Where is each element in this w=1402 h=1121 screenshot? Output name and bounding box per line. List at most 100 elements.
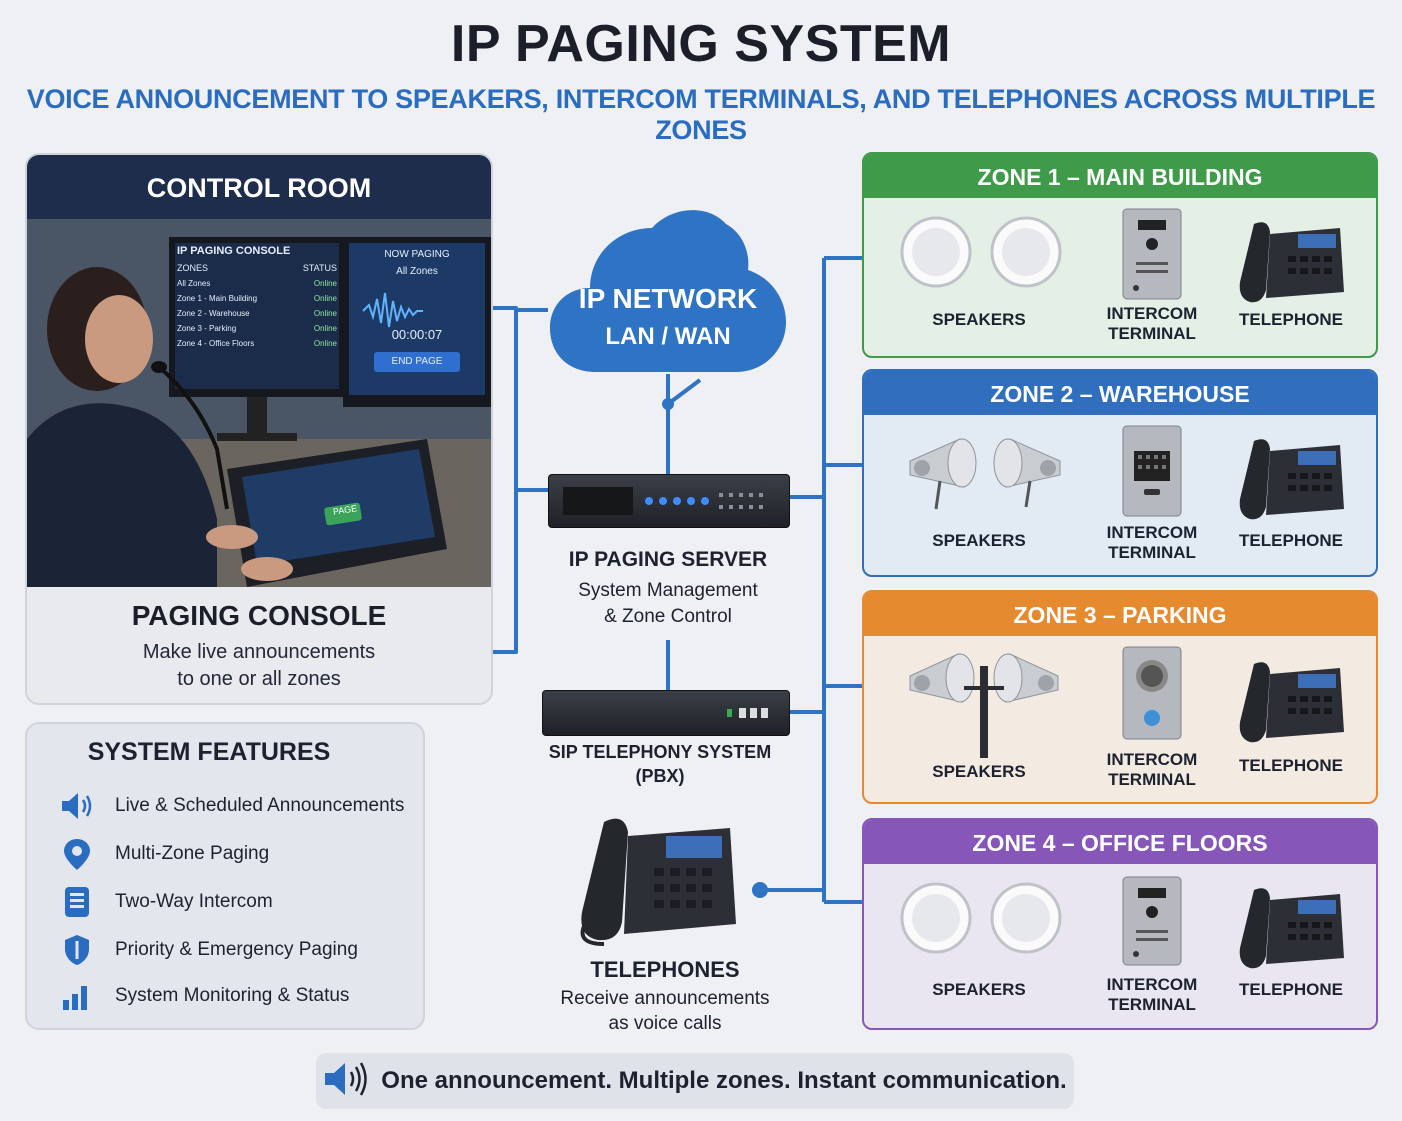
pbx-subtitle: (PBX) <box>635 766 685 786</box>
telephone-icon <box>580 818 736 946</box>
paging-server-line1: System Management <box>578 580 758 601</box>
intercom-terminal-icon <box>1122 646 1182 745</box>
control-room-header: CONTROL ROOM <box>27 155 491 219</box>
location-pin-icon <box>59 836 95 872</box>
telephones-description: Receive announcements as voice calls <box>540 986 790 1036</box>
feature-label: Two-Way Intercom <box>115 891 273 912</box>
now-paging-target: All Zones <box>396 266 438 277</box>
pole-horn-speaker-icon <box>904 646 1064 763</box>
console-col-zones: ZONES <box>177 263 209 273</box>
pbx-device <box>542 690 790 736</box>
feature-item: Priority & Emergency Paging <box>59 932 419 968</box>
ceiling-speaker-icon <box>900 216 1070 293</box>
intercom-label-line1: INTERCOM <box>1106 304 1198 323</box>
zone-status-value: Online <box>313 309 337 318</box>
paging-server-title: IP PAGING SERVER <box>568 548 768 571</box>
network-title: IP NETWORK <box>578 283 758 314</box>
paging-console-line1: Make live announcements <box>142 641 376 663</box>
paging-console-description: Make live announcements to one or all zo… <box>27 639 491 693</box>
pbx-title: SIP TELEPHONY SYSTEM <box>548 742 772 762</box>
desk-phone-icon <box>1236 884 1346 977</box>
intercom-label-line1: INTERCOM <box>1106 750 1198 769</box>
zone-2-header: ZONE 2 – WAREHOUSE <box>864 371 1376 415</box>
system-features-panel: SYSTEM FEATURES Live & Scheduled Announc… <box>25 722 425 1030</box>
paging-server-device <box>548 474 790 528</box>
intercom-label-line2: TERMINAL <box>1108 543 1196 562</box>
zone-status-zone: Zone 4 - Office Floors <box>177 339 255 348</box>
zone-2-intercom-label: INTERCOM TERMINAL <box>1092 523 1212 563</box>
zone-status-zone: Zone 1 - Main Building <box>177 294 258 303</box>
zone-2-telephone-label: TELEPHONE <box>1239 531 1343 550</box>
zone-1-header: ZONE 1 – MAIN BUILDING <box>864 154 1376 198</box>
zone-3-telephone-label: TELEPHONE <box>1239 756 1343 775</box>
zone-3-panel: ZONE 3 – PARKING SPEAKERS INTERCOM TERMI… <box>862 590 1378 804</box>
now-paging-screen: NOW PAGING All Zones 00:00:07 END PAGE <box>351 249 483 372</box>
telephones-title: TELEPHONES <box>590 957 740 982</box>
feature-label: System Monitoring & Status <box>115 985 350 1006</box>
cloud-icon <box>550 210 786 372</box>
intercom-icon <box>59 884 95 920</box>
console-col-status: STATUS <box>302 263 337 273</box>
control-room-panel: CONTROL ROOM <box>25 153 493 705</box>
desk-phone-icon <box>1236 435 1346 528</box>
zone-status-row: Zone 3 - Parking Online <box>177 324 337 333</box>
bar-chart-icon <box>59 978 95 1014</box>
tagline-text: One announcement. Multiple zones. Instan… <box>381 1067 1067 1094</box>
zone-1-speakers-label: SPEAKERS <box>932 310 1026 329</box>
zone-status-value: Online <box>313 279 337 288</box>
zone-status-row: Zone 4 - Office Floors Online <box>177 339 337 348</box>
system-features-title: SYSTEM FEATURES <box>87 738 331 766</box>
feature-item: Two-Way Intercom <box>59 884 419 920</box>
zone-4-panel: ZONE 4 – OFFICE FLOORS SPEAKERS INTERCOM… <box>862 818 1378 1030</box>
end-page-button[interactable]: END PAGE <box>374 352 460 372</box>
zone-4-telephone-label: TELEPHONE <box>1239 980 1343 999</box>
desk-phone-icon <box>1236 218 1346 311</box>
zone-4-intercom-label: INTERCOM TERMINAL <box>1092 975 1212 1015</box>
zone-1-panel: ZONE 1 – MAIN BUILDING SPEAKERS INTERCOM… <box>862 152 1378 358</box>
now-paging-title: NOW PAGING <box>384 249 450 260</box>
zone-1-telephone-label: TELEPHONE <box>1239 310 1343 329</box>
ceiling-speaker-icon <box>900 882 1070 959</box>
paging-console-line2: to one or all zones <box>177 668 341 690</box>
operator-scene <box>27 219 491 587</box>
zone-status-zone: Zone 2 - Warehouse <box>177 309 250 318</box>
network-subtitle: LAN / WAN <box>605 323 731 350</box>
zone-1-intercom-label: INTERCOM TERMINAL <box>1092 304 1212 344</box>
feature-item: Live & Scheduled Announcements <box>59 788 419 824</box>
speaker-icon <box>323 1061 369 1102</box>
zone-status-value: Online <box>313 294 337 303</box>
paging-server-description: System Management & Zone Control <box>540 578 796 630</box>
zone-status-row: All Zones Online <box>177 279 337 288</box>
horn-speaker-icon <box>900 431 1070 516</box>
intercom-terminal-icon <box>1122 876 1182 971</box>
telephones-line2: as voice calls <box>608 1013 722 1034</box>
console-screen-title: IP PAGING CONSOLE <box>177 245 291 257</box>
intercom-terminal-icon <box>1122 208 1182 305</box>
intercom-label-line1: INTERCOM <box>1106 523 1198 542</box>
control-room-photo: IP PAGING CONSOLE ZONES STATUS All Zones… <box>27 219 491 587</box>
zone-3-header: ZONE 3 – PARKING <box>864 592 1376 636</box>
desk-phone-icon <box>1236 658 1346 751</box>
tagline-banner: One announcement. Multiple zones. Instan… <box>316 1053 1074 1109</box>
zone-status-zone: Zone 3 - Parking <box>177 324 237 333</box>
intercom-terminal-icon <box>1122 425 1182 522</box>
paging-timer: 00:00:07 <box>391 327 443 342</box>
zone-status-row: Zone 2 - Warehouse Online <box>177 309 337 318</box>
page-title: IP PAGING SYSTEM <box>450 15 952 73</box>
zone-status-value: Online <box>313 339 337 348</box>
zone-4-header: ZONE 4 – OFFICE FLOORS <box>864 820 1376 864</box>
zone-status-row: Zone 1 - Main Building Online <box>177 294 337 303</box>
feature-label: Priority & Emergency Paging <box>115 939 358 960</box>
zone-3-speakers-label: SPEAKERS <box>932 762 1026 781</box>
console-screen: IP PAGING CONSOLE ZONES STATUS All Zones… <box>177 245 337 348</box>
feature-label: Multi-Zone Paging <box>115 843 270 864</box>
shield-icon <box>59 932 95 968</box>
intercom-label-line2: TERMINAL <box>1108 770 1196 789</box>
zone-status-zone: All Zones <box>177 279 211 288</box>
zone-3-intercom-label: INTERCOM TERMINAL <box>1092 750 1212 790</box>
zone-status-value: Online <box>313 324 337 333</box>
intercom-label-line2: TERMINAL <box>1108 324 1196 343</box>
intercom-label-line2: TERMINAL <box>1108 995 1196 1014</box>
speaker-icon <box>59 788 95 824</box>
page-subtitle: VOICE ANNOUNCEMENT TO SPEAKERS, INTERCOM… <box>26 84 1376 145</box>
